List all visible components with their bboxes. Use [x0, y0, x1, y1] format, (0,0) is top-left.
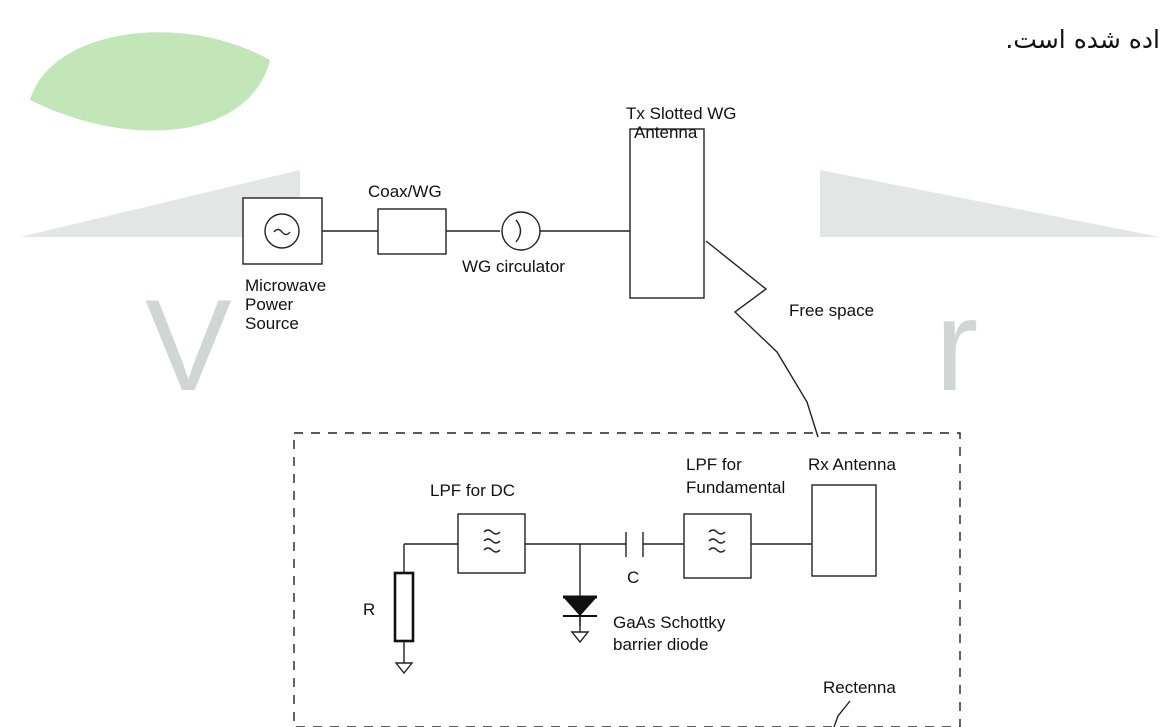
rx-antenna-box: [811, 484, 877, 577]
coax-wg-adapter-box: [377, 208, 447, 255]
watermark-letter-v: V: [145, 272, 232, 418]
free-space-label: Free space: [789, 301, 874, 320]
persian-caption: اده شده است.: [1005, 25, 1160, 54]
diode-label: GaAs Schottky barrier diode: [613, 613, 730, 654]
watermark: V r: [20, 32, 1160, 418]
sine-source-icon: [264, 213, 300, 249]
resistor-icon: [393, 571, 415, 643]
microwave-source-box: [242, 197, 323, 265]
wg-circulator-icon: [501, 211, 541, 251]
rectenna-boundary: [293, 432, 961, 727]
rectenna-pointer: [833, 700, 851, 727]
lpf-dc-box: [457, 513, 526, 574]
tx-antenna-label: Tx Slotted WG Antenna: [626, 104, 741, 142]
free-space-path: [705, 240, 819, 438]
watermark-wedge-left: [20, 170, 300, 237]
leaf-icon: [30, 32, 270, 131]
tx-antenna-box: [629, 128, 705, 299]
ground-icon: [394, 662, 414, 675]
resistor-label: R: [363, 600, 375, 619]
capacitor-icon: [625, 532, 644, 557]
lpf-dc-label: LPF for DC: [430, 481, 515, 500]
coax-wg-label: Coax/WG: [368, 182, 442, 201]
watermark-letter-r: r: [935, 272, 978, 418]
capacitor-label: C: [627, 568, 639, 587]
lpf-fundamental-label: LPF for Fundamental: [686, 455, 785, 497]
rectenna-label: Rectenna: [823, 678, 896, 697]
ground-icon: [570, 631, 590, 644]
circulator-label: WG circulator: [462, 257, 565, 276]
watermark-wedge-right: [820, 170, 1160, 237]
lpf-fundamental-box: [683, 513, 752, 579]
rx-antenna-label: Rx Antenna: [808, 455, 896, 474]
wavy-filter-icon: [483, 529, 501, 553]
source-label: Microwave Power Source: [245, 276, 331, 333]
wavy-filter-icon: [708, 529, 726, 553]
